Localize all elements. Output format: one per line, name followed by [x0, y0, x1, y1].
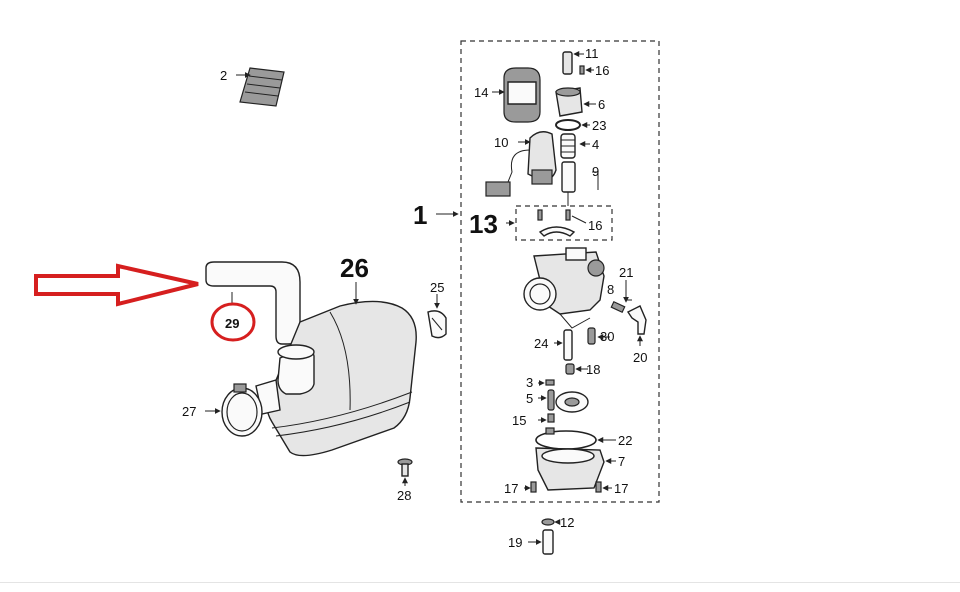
- callout-21: 21: [619, 265, 633, 280]
- callout-11: 11: [585, 46, 599, 61]
- callout-23: 23: [592, 118, 606, 133]
- float-pin-part: [538, 413, 555, 423]
- drain-tube-part: [626, 305, 647, 346]
- callout-6: 6: [598, 97, 605, 112]
- callout-4: 4: [592, 137, 599, 152]
- callout-19: 19: [508, 535, 522, 550]
- float-part: [555, 391, 589, 413]
- retaining-clip-part: [427, 294, 447, 339]
- callout-28: 28: [397, 488, 411, 503]
- callout-5: 5: [526, 391, 533, 406]
- callout-30: 30: [600, 329, 614, 344]
- callout-26: 26: [340, 253, 369, 283]
- highlight-circle: [210, 302, 256, 342]
- main-jet-part: [587, 327, 610, 345]
- callout-24: 24: [534, 336, 548, 351]
- bowl-screw-right-part: [595, 481, 612, 493]
- hose-clamp-part: [205, 383, 263, 437]
- pin-part: [562, 51, 573, 75]
- float-bowl-part: [535, 447, 616, 491]
- slide-spring-part: [560, 133, 590, 159]
- air-filter-housing-part: [255, 282, 417, 457]
- callout-17-left: 17: [504, 481, 518, 496]
- small-screw-part: [579, 65, 594, 75]
- small-washer-part: [541, 518, 561, 526]
- housing-screw-part: [397, 458, 413, 486]
- vent-fitting-part: [625, 280, 632, 301]
- callout-20: 20: [633, 350, 647, 365]
- bottom-divider: [0, 582, 960, 583]
- callout-15: 15: [512, 413, 526, 428]
- auto-choke-part: [485, 131, 557, 197]
- callout-25: 25: [430, 280, 444, 295]
- o-ring-part: [555, 119, 590, 131]
- callout-29: 29: [225, 316, 239, 331]
- bowl-screw-left-part: [524, 481, 537, 493]
- top-fitting-part: [555, 87, 596, 117]
- sub-assembly-box: [515, 205, 613, 241]
- callout-8: 8: [607, 282, 614, 297]
- needle-jet-part: [554, 329, 573, 361]
- carburetor-body-part: [523, 247, 605, 329]
- callout-17-right: 17: [614, 481, 628, 496]
- red-pointer-arrow: [34, 263, 199, 307]
- float-needle-part: [538, 389, 555, 411]
- callout-27: 27: [182, 404, 196, 419]
- callout-16-mid: 16: [588, 218, 602, 233]
- piston-valve-part: [561, 161, 599, 206]
- callout-14: 14: [474, 85, 488, 100]
- intake-elbow-hose-part: [205, 261, 301, 345]
- callout-12: 12: [560, 515, 574, 530]
- callout-13: 13: [469, 209, 498, 239]
- carburetor-assembly-box: [460, 40, 660, 503]
- needle-clip-part: [538, 379, 555, 386]
- callout-18: 18: [586, 362, 600, 377]
- callout-10: 10: [494, 135, 508, 150]
- retaining-plate-part: [537, 209, 587, 237]
- callout-22: 22: [618, 433, 632, 448]
- callout-9: 9: [592, 164, 599, 179]
- callout-16-top: 16: [595, 63, 609, 78]
- callout-2: 2: [220, 68, 227, 83]
- callout-7: 7: [618, 454, 625, 469]
- cover-cap-part: [492, 67, 541, 123]
- bowl-gasket-part: [535, 427, 616, 450]
- drain-plug-part: [528, 529, 554, 555]
- callout-3: 3: [526, 375, 533, 390]
- callout-1: 1: [413, 200, 427, 230]
- pilot-jet-part: [565, 363, 588, 375]
- filter-element-part: [236, 67, 285, 107]
